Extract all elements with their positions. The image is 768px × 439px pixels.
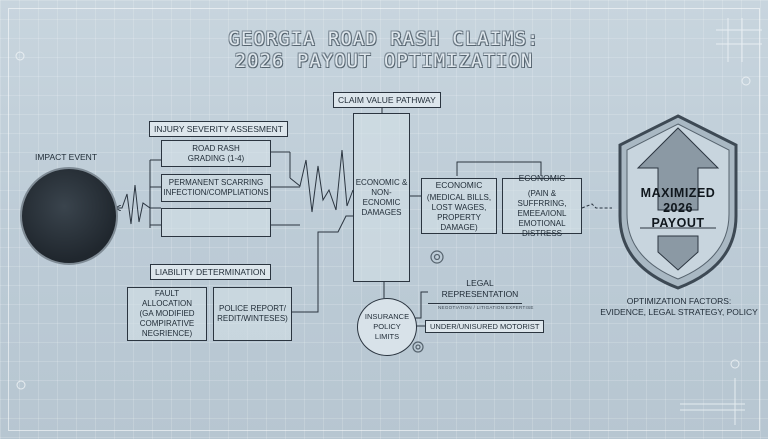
legal-line-1: LEGAL [466,278,494,288]
blueprint-frame [8,8,760,431]
economic-box-1: ECONOMIC (MEDICAL BILLS, LOST WAGES, PRO… [421,178,497,234]
scarring-line-1: PERMANENT SCARRING [168,178,264,187]
legal-line-2: REPRESENTATION [441,289,519,299]
limits-line-1: INSURANCE [364,312,410,321]
shield-icon [618,114,738,290]
econ1-line-3: PROPERTY DAMAGE) [437,212,481,232]
road-rash-grading-box: ROAD RASH GRADING (1-4) [161,140,271,167]
econ2-line-2: EMEEA/IONL [517,209,567,218]
economic-box-2: ECONOMIC (PAIN & SUFFRRING, EMEEA/IONL E… [502,173,582,238]
empty-injury-box [161,208,271,237]
impact-event-circle [20,167,118,265]
insurance-policy-limits-circle: INSURANCE POLICY LIMITS [357,298,417,356]
police-line-2: REDIT/WINTESES) [217,314,288,323]
econ2-line-1: (PAIN & SUFFRRING, [517,189,567,208]
damages-line-1: ECONOMIC & [355,177,408,187]
scarring-line-2: INFECTION/COMPLIATIONS [163,188,269,197]
claim-value-pathway-header: CLAIM VALUE PATHWAY [333,92,441,108]
fault-line-4: COMPIRATIVE [139,319,195,328]
fault-line-3: (GA MODIFIED [139,309,195,318]
fault-allocation-box: FAULT ALLOCATION (GA MODIFIED COMPIRATIV… [127,287,207,341]
econ2-title: ECONOMIC [518,173,566,183]
legal-underline [428,293,522,304]
legal-representation-label: LEGAL REPRESENTATION [438,278,522,300]
opt-line-1: OPTIMIZATION FACTORS: [626,296,732,306]
liability-header: LIABILITY DETERMINATION [150,264,271,280]
econ1-line-2: LOST WAGES, [431,202,487,212]
econ1-line-1: (MEDICAL BILLS, [426,192,492,202]
title-line-1: GEORGIA ROAD RASH CLAIMS: [228,28,540,50]
limits-line-3: LIMITS [374,332,400,341]
optimization-factors: OPTIMIZATION FACTORS: EVIDENCE, LEGAL ST… [596,296,762,318]
gear-icon [412,250,444,353]
limits-line-2: POLICY [373,322,401,331]
road-rash-grading-line-1: ROAD RASH [192,143,240,153]
title-line-2: 2026 PAYOUT OPTIMIZATION [234,50,534,72]
scarring-complications-box: PERMANENT SCARRING INFECTION/COMPLIATION… [161,174,271,202]
shield-line-3: PAYOUT [651,216,705,230]
fault-line-1: FAULT [154,289,180,298]
police-report-box: POLICE REPORT/ REDIT/WINTESES) [213,287,292,341]
impact-event-label: IMPACT EVENT [34,152,98,162]
legal-note: NEGOTIATION / LITIGATION EXPERTISE [438,305,534,310]
economic-damages-box: ECONOMIC & NON-ECNOMIC DAMAGES [353,113,410,282]
opt-line-2: EVIDENCE, LEGAL STRATEGY, POLICY [600,307,758,317]
road-rash-grading-line-2: GRADING (1-4) [187,153,245,163]
damages-line-2: NON-ECNOMIC [362,187,401,207]
damages-line-3: DAMAGES [361,207,402,217]
uninsured-motorist-box: UNDER/UNISURED MOTORIST [425,320,545,333]
police-line-1: POLICE REPORT/ [219,304,286,313]
injury-severity-header: INJURY SEVERITY ASSESMENT [149,121,288,137]
shield-line-1: MAXIMIZED [640,186,716,200]
econ1-title: ECONOMIC [435,179,483,190]
fault-line-2: ALLOCATION [141,299,193,308]
fault-line-5: NEGRIENCE) [141,329,193,338]
shield-line-2: 2026 [663,201,693,215]
econ2-line-3: EMOTIONAL DISTRESS [518,219,566,238]
maximized-payout-text: MAXIMIZED 2026 PAYOUT [614,186,742,231]
